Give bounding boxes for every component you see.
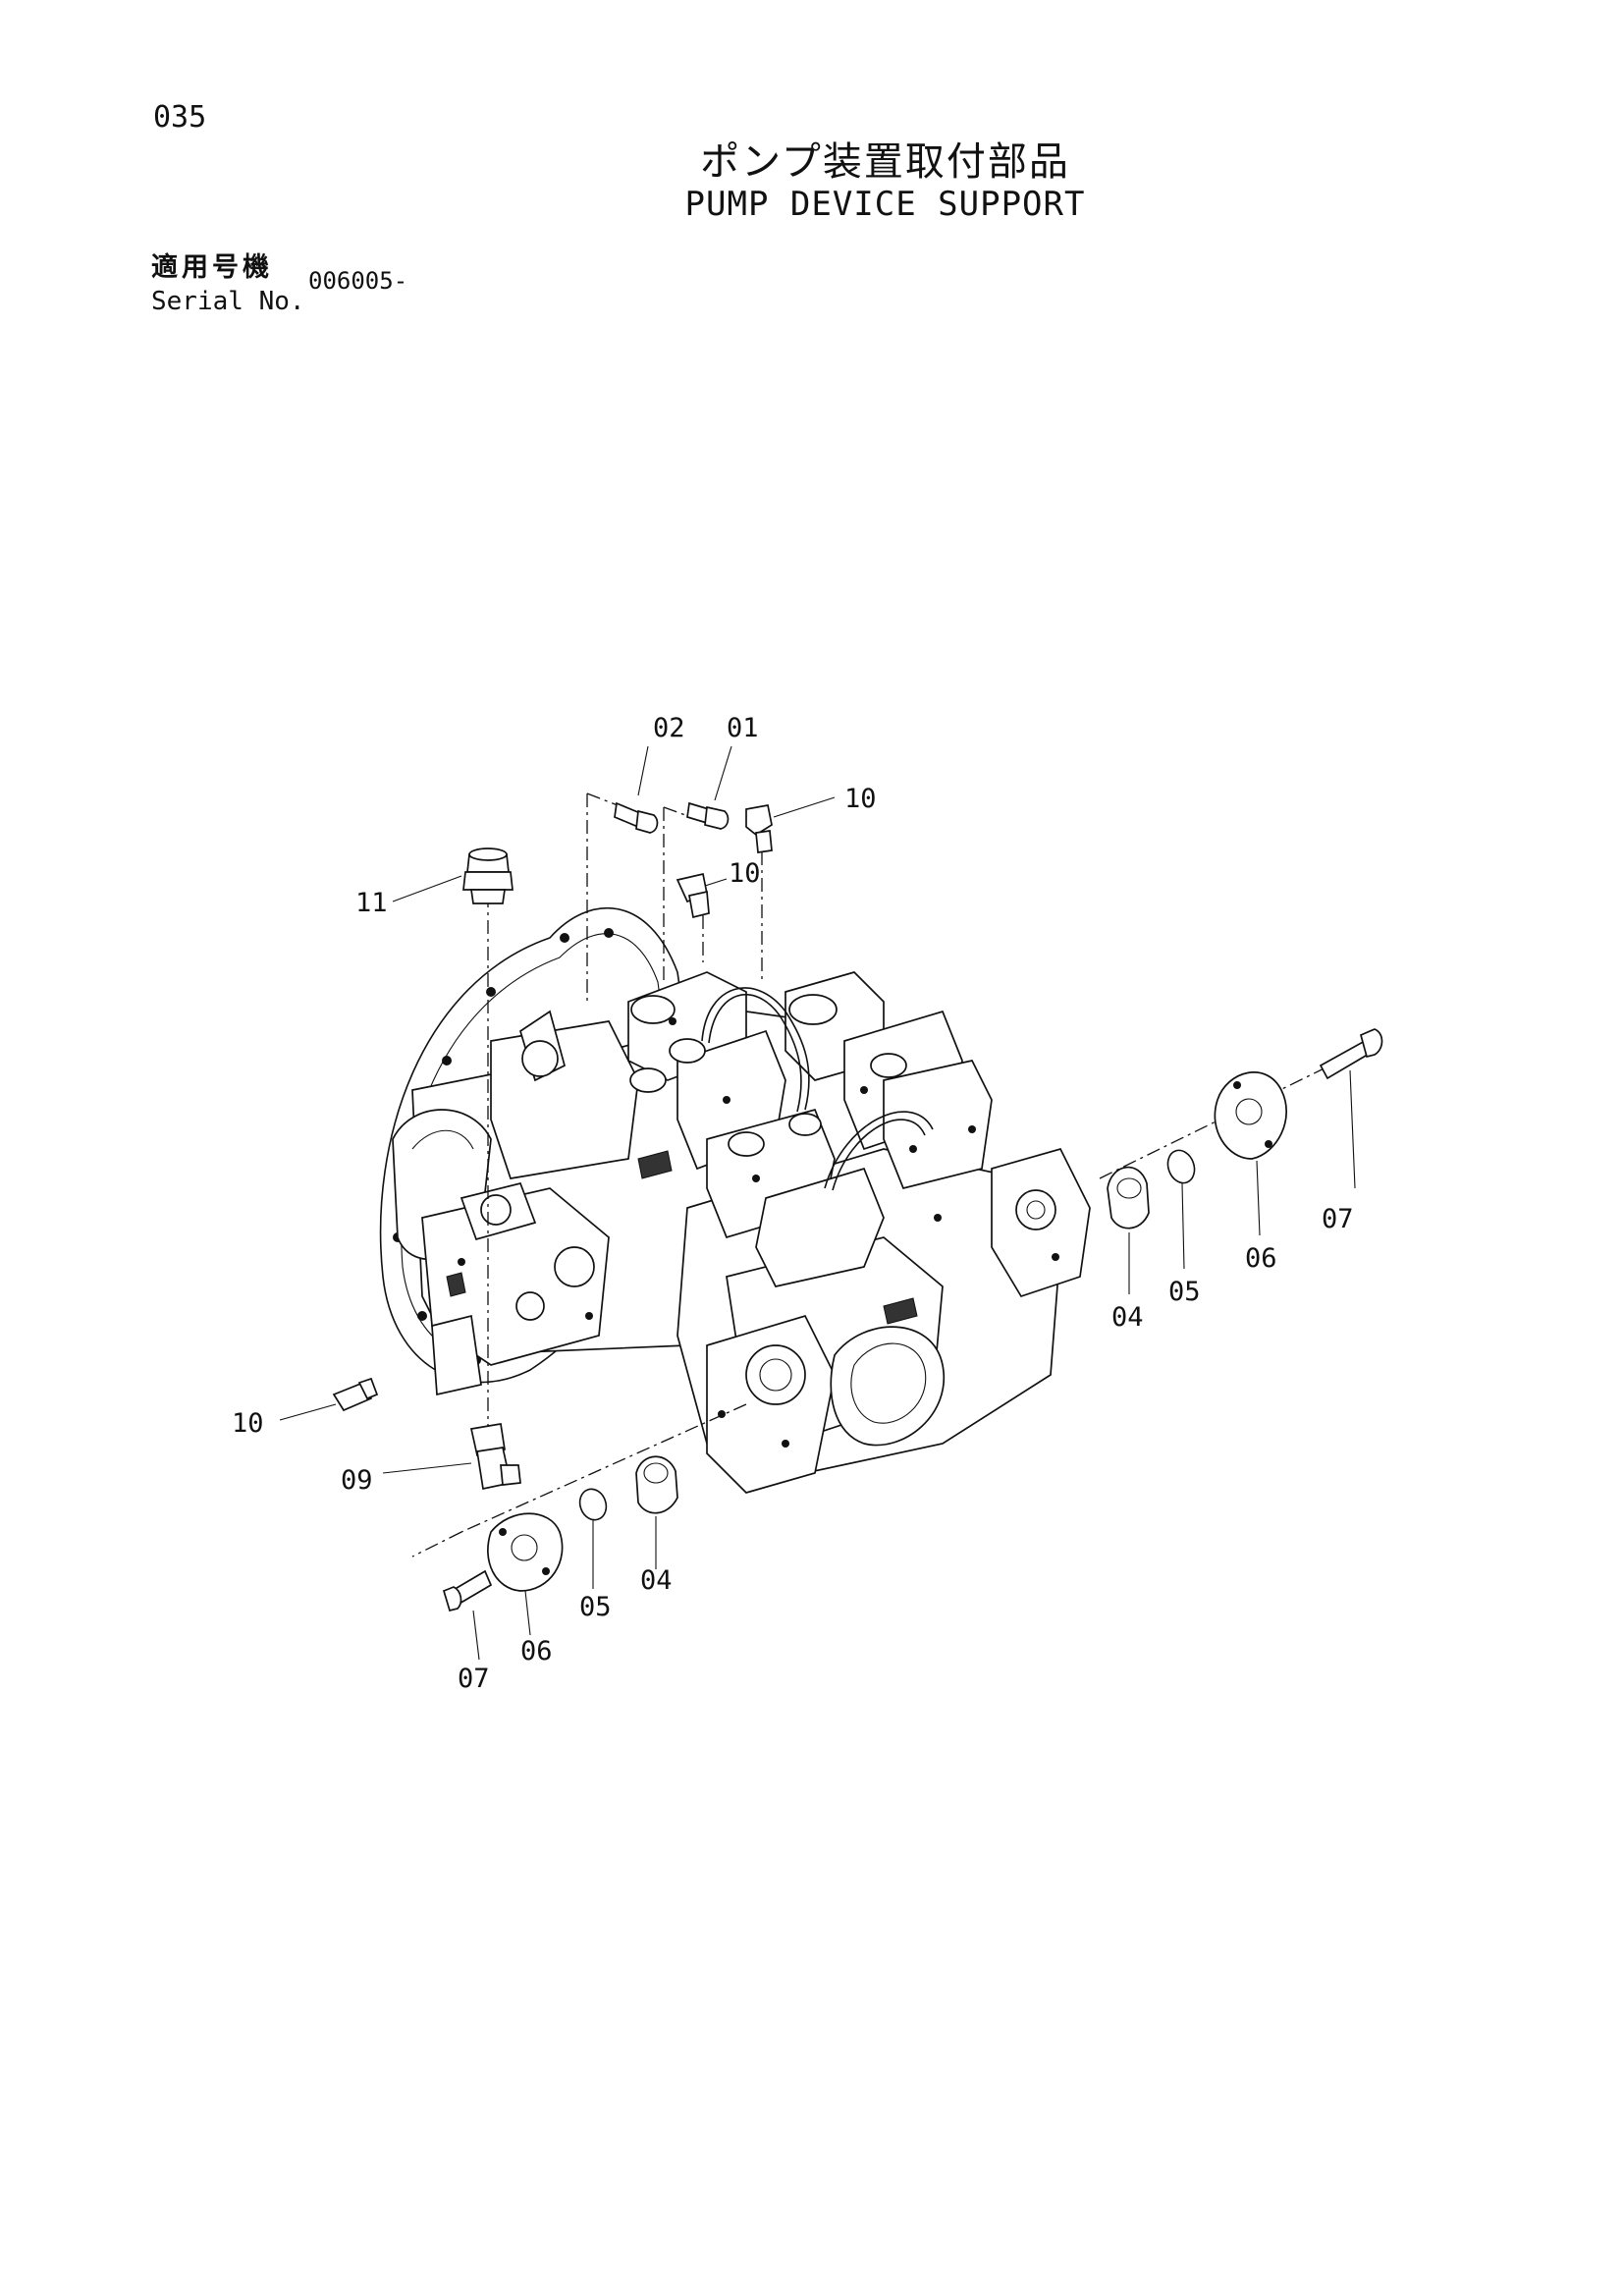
callout-07-left: 07 [458,1664,490,1694]
callout-07-right: 07 [1322,1204,1354,1234]
callout-10-middle: 10 [729,858,761,889]
callout-09: 09 [341,1465,373,1496]
callout-06-left: 06 [520,1636,553,1667]
callout-10-top: 10 [844,784,877,814]
callout-05-right: 05 [1168,1277,1201,1307]
pump-body-drawing [379,907,1091,1494]
detached-parts [332,801,1383,1613]
page-title-english: PUMP DEVICE SUPPORT [684,185,1086,224]
leader-lines [279,745,1356,1661]
serial-label-japanese: 適用号機 [151,252,273,283]
callout-11: 11 [355,888,388,918]
page-number: 035 [153,100,207,135]
callout-02: 02 [653,713,685,743]
callout-10-left: 10 [232,1408,264,1439]
callout-05-left: 05 [579,1592,612,1622]
serial-number-value: 006005- [308,267,408,295]
callout-01: 01 [727,713,759,743]
callout-04-right: 04 [1111,1302,1144,1333]
callout-06-right: 06 [1245,1243,1277,1274]
callout-labels: 02 01 10 10 11 07 06 05 04 10 09 06 05 0… [232,713,1354,1694]
page-title-japanese: ポンプ装置取付部品 [700,139,1070,185]
serial-label-english: Serial No. [151,287,305,316]
callout-04-left: 04 [640,1565,673,1596]
